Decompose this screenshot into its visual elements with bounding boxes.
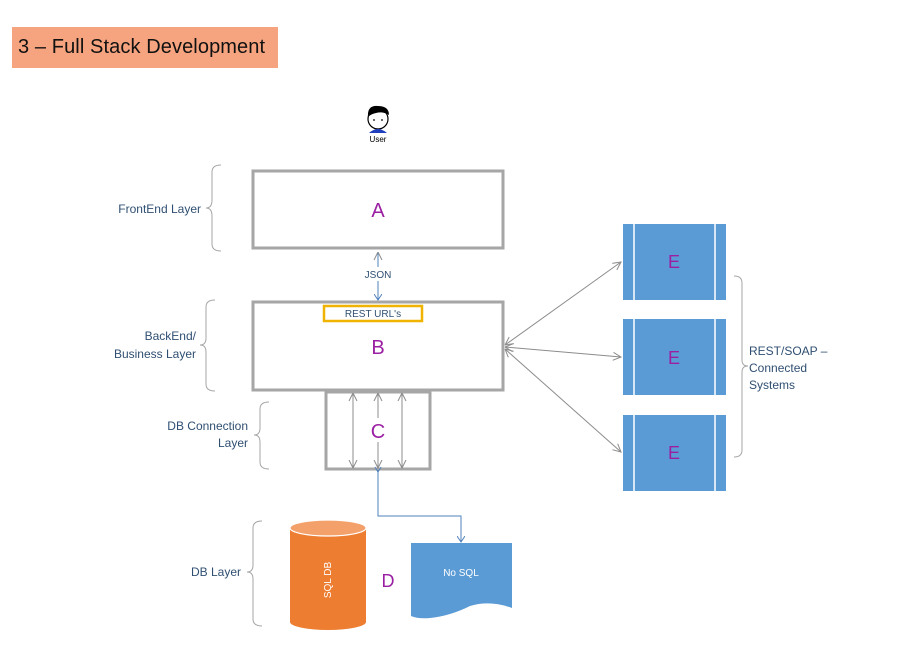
b-to-e1-arrow xyxy=(505,262,621,345)
frontend-brace xyxy=(205,164,222,252)
rest-soap-label-3: Systems xyxy=(749,378,795,392)
connected-system-e-1 xyxy=(623,224,726,300)
sql-db-label: SQL DB xyxy=(323,562,334,599)
box-a-label: A xyxy=(371,200,385,222)
box-e-label: E xyxy=(668,348,680,368)
backend-layer-label-1: BackEnd/ xyxy=(145,329,197,343)
connected-system-e-2 xyxy=(623,319,726,395)
rest-soap-label-1: REST/SOAP – xyxy=(749,344,828,358)
db-connector-start xyxy=(374,466,382,473)
box-c-label: C xyxy=(371,421,385,443)
backend-layer-label-2: Business Layer xyxy=(114,347,196,361)
dbconn-brace xyxy=(253,401,270,470)
nosql-document xyxy=(411,543,512,619)
rest-soap-brace xyxy=(733,275,749,458)
dbconn-layer-label-2: Layer xyxy=(218,436,248,450)
backend-brace xyxy=(199,299,216,392)
json-label: JSON xyxy=(365,270,392,281)
page-title: 3 – Full Stack Development xyxy=(18,36,266,58)
db-brace xyxy=(246,520,263,627)
rest-urls-label: REST URL's xyxy=(345,309,401,320)
sql-db-cylinder xyxy=(289,519,367,630)
db-layer-label: DB Layer xyxy=(191,565,241,579)
connected-system-e-3 xyxy=(623,415,726,491)
user-label: User xyxy=(370,135,387,144)
box-e-label: E xyxy=(668,252,680,272)
dbconn-layer-label-1: DB Connection xyxy=(167,419,248,433)
b-to-e2-arrow xyxy=(505,347,621,357)
box-c-label-bg xyxy=(368,418,388,442)
frontend-box-a xyxy=(251,169,505,250)
nosql-label: No SQL xyxy=(443,568,479,579)
frontend-layer-label: FrontEnd Layer xyxy=(118,202,201,216)
box-d-label: D xyxy=(382,571,395,591)
title-banner: 3 – Full Stack Development xyxy=(12,27,278,68)
json-label-bg xyxy=(360,267,396,281)
b-to-e3-arrow xyxy=(505,349,621,452)
box-b-label: B xyxy=(371,337,384,359)
user-avatar-icon xyxy=(367,105,389,133)
rest-soap-label-2: Connected xyxy=(749,361,807,375)
db-connector xyxy=(377,470,461,542)
rest-urls-box xyxy=(322,304,424,323)
box-e-label: E xyxy=(668,443,680,463)
